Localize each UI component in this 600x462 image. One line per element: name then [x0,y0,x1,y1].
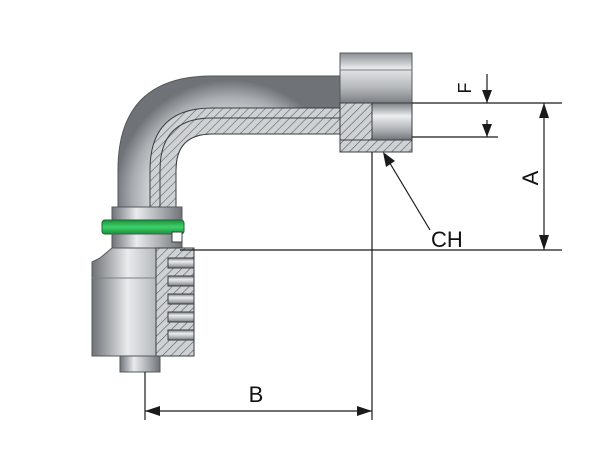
fitting-neck [111,206,183,222]
dimension-label-a: A [518,170,543,185]
ferrule-teeth [167,257,195,341]
dimension-label-b: B [249,382,264,407]
hose-tail [119,355,161,373]
dimension-label-f: F [455,83,475,94]
elbow-bore-line [159,117,340,215]
section-marker [171,231,183,243]
elbow-section-hatch [149,107,341,216]
swivel-nut [339,52,413,104]
nut-thread-bore [371,102,413,141]
dimension-label-ch: CH [431,227,463,252]
dimension-arrows [145,90,549,416]
